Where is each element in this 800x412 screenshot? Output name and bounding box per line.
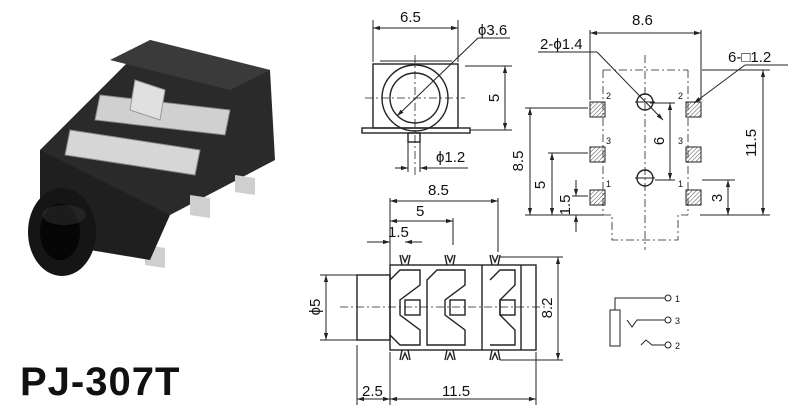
pin-label-3-right: 3 <box>678 136 683 146</box>
dim-hole-dia: ϕ3.6 <box>478 22 507 39</box>
pin-label-1-left: 1 <box>606 179 611 189</box>
schematic-symbol <box>609 294 672 349</box>
dim-front-width: 6.5 <box>400 9 421 26</box>
dim-front-height: 5 <box>486 94 503 102</box>
dim-side-height: 8.2 <box>539 298 556 319</box>
schematic-pin-2: 2 <box>675 341 680 351</box>
pin-label-1-right: 1 <box>678 179 683 189</box>
dim-hole-spacing: 6 <box>651 137 668 145</box>
dim-body-length: 11.5 <box>442 383 470 400</box>
dim-barrel-length: 2.5 <box>362 383 383 400</box>
dim-footprint-width: 8.6 <box>632 12 653 29</box>
product-photo <box>28 40 275 276</box>
side-view <box>320 198 563 405</box>
part-number-title: PJ-307T <box>20 360 181 404</box>
schematic-pin-3: 3 <box>675 316 680 326</box>
pin-label-3-left: 3 <box>606 136 611 146</box>
schematic-pin-1: 1 <box>675 294 680 304</box>
dim-barrel-dia: ϕ5 <box>307 299 324 316</box>
dim-pad-5: 5 <box>532 181 549 189</box>
footprint-view <box>525 30 788 250</box>
pin-label-2-left: 2 <box>606 91 611 101</box>
dim-side-5: 5 <box>416 203 424 220</box>
dim-pad-callout: 6-□1.2 <box>728 49 771 66</box>
dim-hole-callout: 2-ϕ1.4 <box>540 36 583 53</box>
pin-label-2-right: 2 <box>678 91 683 101</box>
dim-pad-3: 3 <box>709 194 726 202</box>
dim-footprint-length: 11.5 <box>743 129 760 157</box>
dim-pin-dia: ϕ1.2 <box>436 149 465 166</box>
dim-pad-15: 1.5 <box>557 195 574 216</box>
dim-pad-85: 8.5 <box>510 151 527 172</box>
dim-side-85: 8.5 <box>428 182 449 199</box>
dim-side-15: 1.5 <box>388 224 409 241</box>
front-view <box>361 20 512 175</box>
